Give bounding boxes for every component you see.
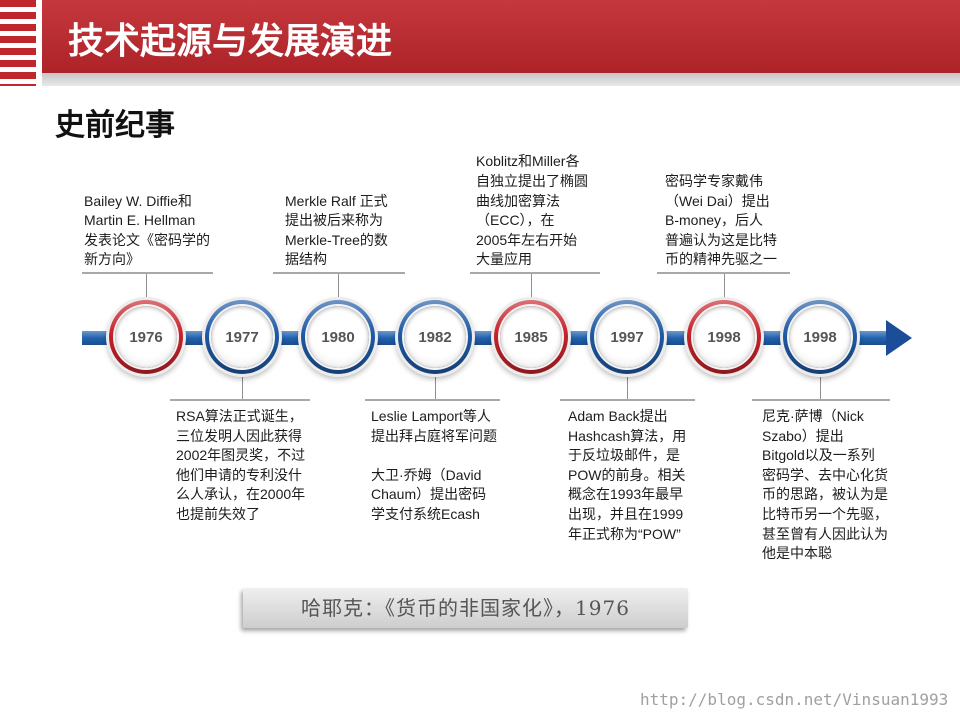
note-line: 新方向》 xyxy=(84,251,140,268)
note-line: 比特币另一个先驱， xyxy=(762,505,888,522)
connector-line xyxy=(627,374,628,400)
note-line: 出现，并且在1999 xyxy=(568,505,684,522)
note-line: 曲线加密算法 xyxy=(476,192,560,209)
page-title: 技术起源与发展演进 xyxy=(68,20,393,61)
note-line: Merkle-Tree的数 xyxy=(285,231,388,248)
connector-line xyxy=(146,273,147,301)
timeline-node-1997: 1997 xyxy=(590,300,664,374)
note-line: 密码学、去中心化货 xyxy=(762,466,888,483)
note-line: 提出拜占庭将军问题 xyxy=(371,427,497,444)
note-line: 大量应用 xyxy=(476,251,532,268)
note-line: 据结构 xyxy=(285,251,327,268)
note-divider-line xyxy=(365,399,500,401)
note-divider-line xyxy=(752,399,890,401)
event-note-1982: Leslie Lamport等人 提出拜占庭将军问题 大卫·乔姆（David C… xyxy=(371,407,497,525)
note-line: 币的思路，被认为是 xyxy=(762,486,888,503)
note-line: 他是中本聪 xyxy=(762,545,832,562)
timeline-node-1982: 1982 xyxy=(398,300,472,374)
note-divider-line xyxy=(170,399,310,401)
note-line: 币的精神先驱之一 xyxy=(665,251,777,268)
note-line: Adam Back提出 xyxy=(568,408,668,424)
note-divider-line xyxy=(82,272,213,274)
timeline-node-1977: 1977 xyxy=(205,300,279,374)
note-line: B-money，后人 xyxy=(665,212,764,229)
event-note-1998-b: 尼克·萨博（Nick Szabo）提出 Bitgold以及一系列 密码学、去中心… xyxy=(762,407,888,564)
quote-text: 哈耶克：《货币的非国家化》，1976 xyxy=(301,596,630,620)
note-divider-line xyxy=(657,272,790,274)
event-note-1998-a: 密码学专家戴伟 （Wei Dai）提出 B-money，后人 普遍认为这是比特 … xyxy=(665,172,777,270)
note-line: （ECC），在 xyxy=(476,212,555,229)
note-line: 三位发明人因此获得 xyxy=(176,427,302,444)
note-line: 尼克·萨博（Nick xyxy=(762,408,864,424)
note-line: Merkle Ralf 正式 xyxy=(285,192,388,209)
connector-line xyxy=(531,273,532,301)
note-line: 密码学专家戴伟 xyxy=(665,173,763,190)
node-year-label: 1982 xyxy=(418,328,452,346)
note-line: 2002年图灵奖，不过 xyxy=(176,447,306,464)
connector-line xyxy=(724,273,725,301)
node-year-label: 1980 xyxy=(321,328,355,346)
timeline-node-1998-b: 1998 xyxy=(783,300,857,374)
note-line: Chaum）提出密码 xyxy=(371,486,487,503)
note-line: 2005年左右开始 xyxy=(476,231,578,248)
note-divider-line xyxy=(560,399,695,401)
note-line: （Wei Dai）提出 xyxy=(665,192,770,209)
watermark-url: http://blog.csdn.net/Vinsuan1993 xyxy=(640,690,949,709)
header-shadow-band xyxy=(42,73,960,86)
header-stripes xyxy=(0,0,36,86)
timeline-bar xyxy=(82,331,888,345)
connector-line xyxy=(435,374,436,400)
node-year-label: 1998 xyxy=(707,328,741,346)
note-line: Koblitz和Miller各 xyxy=(476,153,580,170)
note-line: 自独立提出了椭圆 xyxy=(476,173,588,190)
event-note-1976: Bailey W. Diffie和 Martin E. Hellman 发表论文… xyxy=(84,192,210,270)
note-line: RSA算法正式诞生， xyxy=(176,408,303,424)
note-divider-line xyxy=(273,272,405,274)
note-line: 甚至曾有人因此认为 xyxy=(762,525,888,542)
note-divider-line xyxy=(470,272,600,274)
connector-line xyxy=(242,374,243,400)
note-line: 大卫·乔姆（David xyxy=(371,466,482,483)
note-line: Szabo）提出 xyxy=(762,427,844,444)
note-line: 他们申请的专利没什 xyxy=(176,466,302,483)
node-year-label: 1977 xyxy=(225,328,259,346)
timeline-node-1985: 1985 xyxy=(494,300,568,374)
timeline-node-1976: 1976 xyxy=(109,300,183,374)
node-year-label: 1997 xyxy=(610,328,644,346)
node-year-label: 1985 xyxy=(514,328,548,346)
note-line: 也提前失效了 xyxy=(176,505,260,522)
event-note-1980: Merkle Ralf 正式 提出被后来称为 Merkle-Tree的数 据结构 xyxy=(285,192,388,270)
section-title: 史前纪事 xyxy=(55,109,175,142)
note-line: Bitgold以及一系列 xyxy=(762,447,875,464)
note-line: Martin E. Hellman xyxy=(84,212,196,229)
timeline-arrow-head xyxy=(886,320,912,356)
note-line: 于反垃圾邮件，是 xyxy=(568,447,680,464)
event-note-1985: Koblitz和Miller各 自独立提出了椭圆 曲线加密算法 （ECC），在 … xyxy=(476,152,588,270)
event-note-1977: RSA算法正式诞生， 三位发明人因此获得 2002年图灵奖，不过 他们申请的专利… xyxy=(176,407,305,525)
header-banner: 技术起源与发展演进 xyxy=(42,0,960,73)
timeline-node-1980: 1980 xyxy=(301,300,375,374)
note-line: POW的前身。相关 xyxy=(568,466,686,483)
note-line: Bailey W. Diffie和 xyxy=(84,192,192,209)
note-line: 年正式称为“POW” xyxy=(568,525,681,542)
timeline-node-1998-a: 1998 xyxy=(687,300,761,374)
note-line: 发表论文《密码学的 xyxy=(84,231,210,248)
event-note-1997: Adam Back提出 Hashcash算法，用 于反垃圾邮件，是 POW的前身… xyxy=(568,407,686,544)
note-line: Hashcash算法，用 xyxy=(568,427,687,444)
connector-line xyxy=(820,374,821,400)
node-year-label: 1976 xyxy=(129,328,163,346)
note-line: 概念在1993年最早 xyxy=(568,486,684,503)
note-line: Leslie Lamport等人 xyxy=(371,408,491,424)
connector-line xyxy=(338,273,339,301)
paragraph-gap xyxy=(371,446,497,466)
note-line: 么人承认，在2000年 xyxy=(176,486,306,503)
note-line: 学支付系统Ecash xyxy=(371,505,480,522)
quote-box: 哈耶克：《货币的非国家化》，1976 xyxy=(243,588,688,628)
node-year-label: 1998 xyxy=(803,328,837,346)
note-line: 提出被后来称为 xyxy=(285,212,383,229)
note-line: 普遍认为这是比特 xyxy=(665,231,777,248)
